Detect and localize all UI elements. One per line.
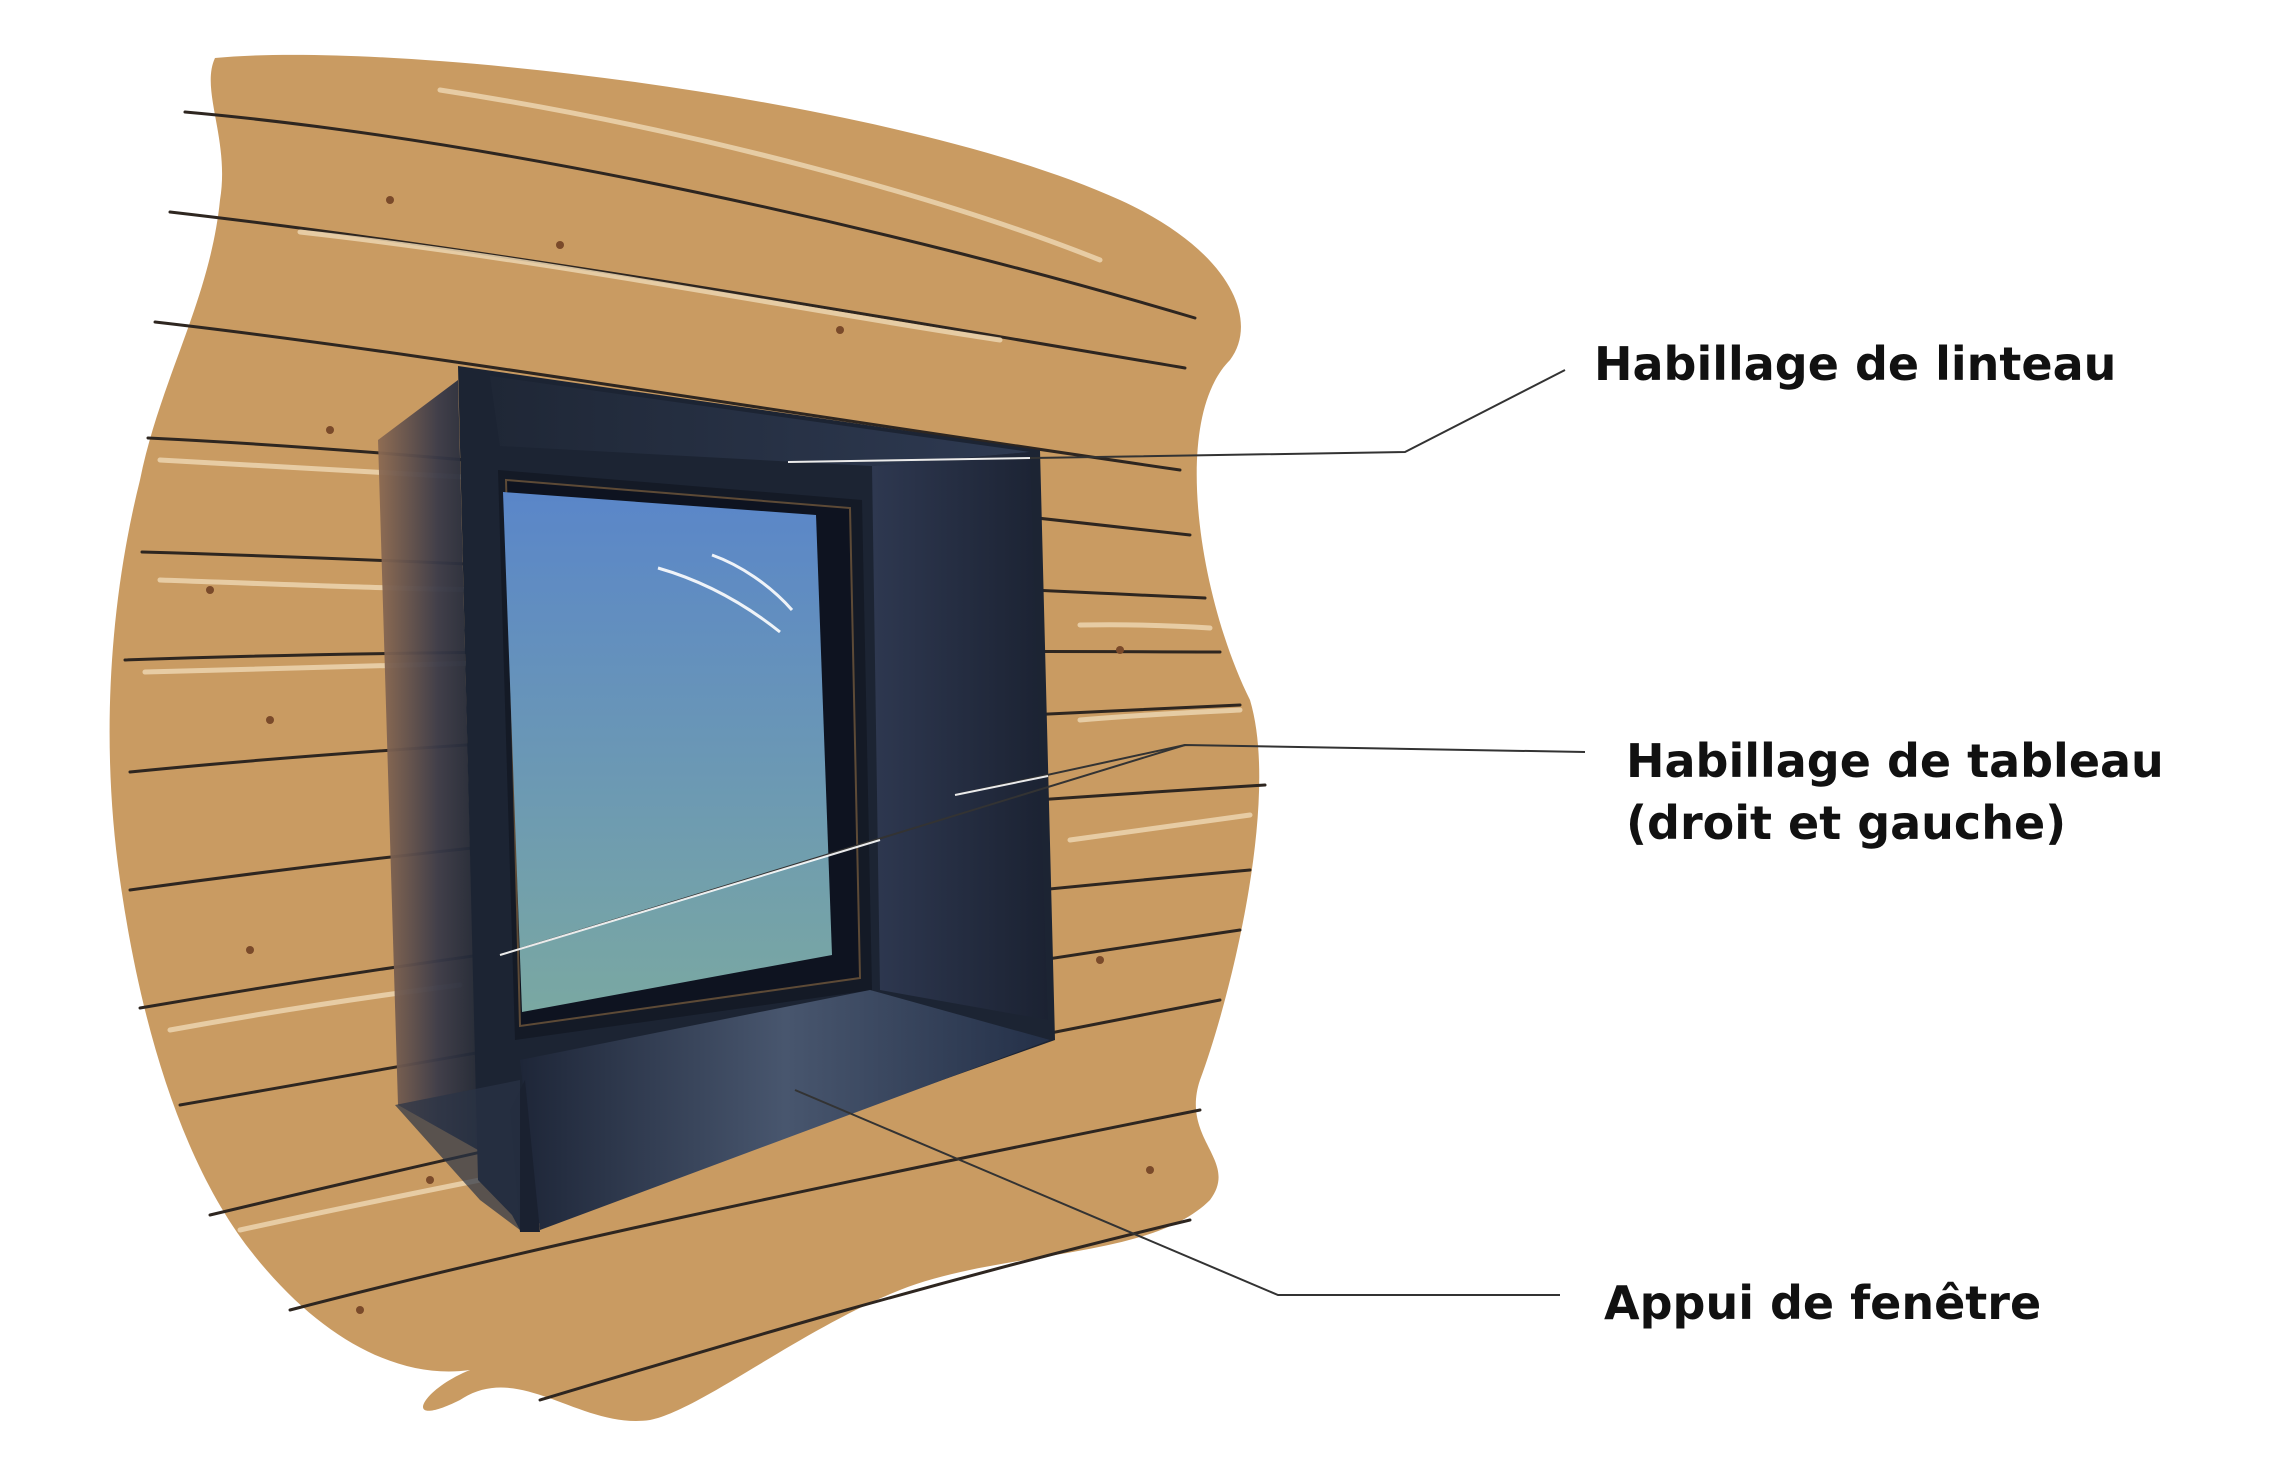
label-window-sill: Appui de fenêtre <box>1604 1272 2041 1334</box>
label-sill-text: Appui de fenêtre <box>1604 1276 2042 1330</box>
window-frame <box>378 366 1055 1232</box>
right-jamb-cladding <box>872 452 1048 1020</box>
label-jamb-line2: (droit et gauche) <box>1626 796 2067 850</box>
window-sill <box>520 990 1050 1230</box>
lintel-cladding <box>490 376 1030 466</box>
label-lintel-text: Habillage de linteau <box>1594 337 2117 391</box>
label-jamb-cladding: Habillage de tableau (droit et gauche) <box>1626 730 2164 854</box>
left-jamb-cladding <box>378 380 478 1150</box>
label-lintel-cladding: Habillage de linteau <box>1594 333 2116 395</box>
label-jamb-line1: Habillage de tableau <box>1626 734 2164 788</box>
window-glass <box>503 492 832 1012</box>
leader-line-sill <box>794 1089 1560 1296</box>
